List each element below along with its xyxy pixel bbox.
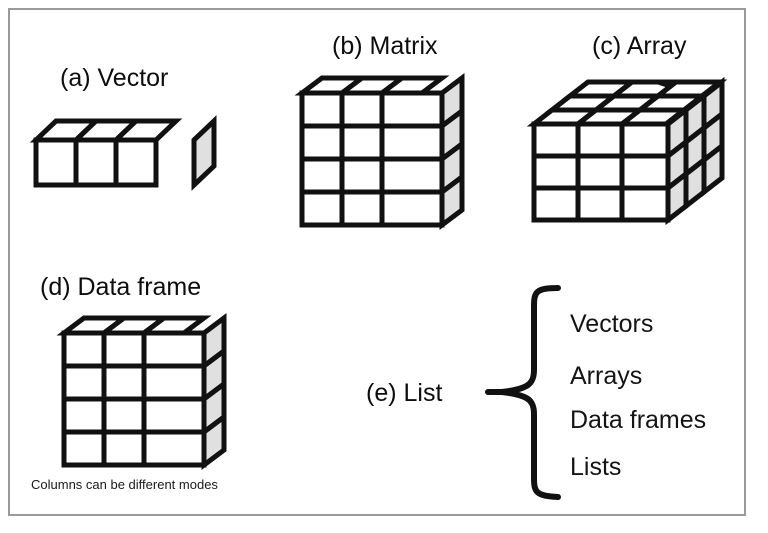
caption-dataframe: Columns can be different modes <box>31 477 218 492</box>
list-item: Arrays <box>570 362 643 390</box>
list-item: Data frames <box>570 406 707 434</box>
list-item: Lists <box>570 453 622 481</box>
label-matrix: (b) Matrix <box>332 32 438 60</box>
label-array: (c) Array <box>592 32 687 60</box>
shape-array <box>526 66 738 226</box>
list-item: Vectors <box>570 310 654 338</box>
shape-vector <box>28 100 217 191</box>
label-dataframe: (d) Data frame <box>40 273 202 301</box>
list-brace <box>485 282 578 504</box>
shape-dataframe <box>56 312 248 470</box>
label-list: (e) List <box>366 379 443 407</box>
shape-matrix <box>294 72 486 230</box>
label-vector: (a) Vector <box>60 64 169 92</box>
